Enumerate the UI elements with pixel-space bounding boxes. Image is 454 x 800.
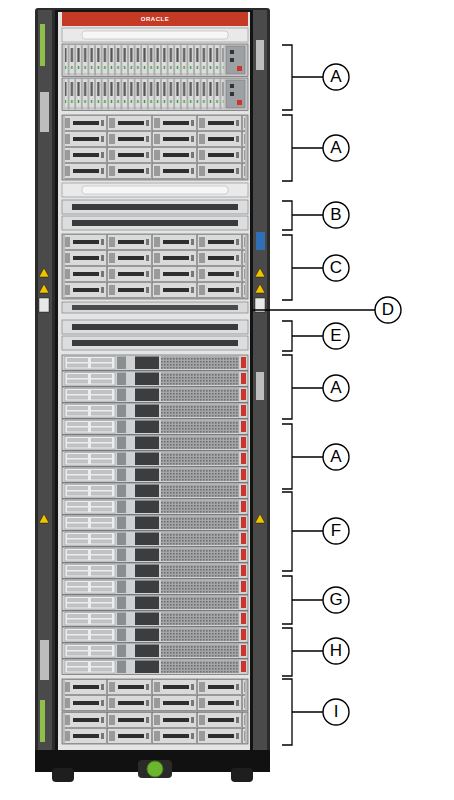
compute-server <box>62 515 248 531</box>
storage-server <box>62 78 248 111</box>
switch <box>62 336 248 350</box>
callout-circle <box>323 638 349 664</box>
compute-server <box>62 643 248 659</box>
disk-shelf <box>62 234 248 299</box>
base-handle <box>138 760 172 778</box>
callout-circle <box>323 323 349 349</box>
compute-server <box>62 499 248 515</box>
logo-band <box>62 12 248 26</box>
compute-server <box>62 595 248 611</box>
disk-shelf <box>62 712 248 744</box>
compute-server <box>62 579 248 595</box>
callout-circle <box>323 64 349 90</box>
bracket <box>282 576 323 624</box>
callout-letter: A <box>323 444 349 470</box>
compute-server <box>62 419 248 435</box>
callout-letter: D <box>375 297 401 323</box>
callout-circle <box>323 444 349 470</box>
compute-server <box>62 371 248 387</box>
disk-shelf <box>62 115 248 180</box>
callout-circle <box>323 255 349 281</box>
brackets <box>252 45 375 745</box>
equipment <box>62 28 248 744</box>
storage-server <box>62 44 248 77</box>
right-rail <box>253 10 267 764</box>
compute-server <box>62 355 248 371</box>
disk-shelf <box>62 679 248 711</box>
thin-switch-vent <box>72 305 238 310</box>
thin-switch <box>62 302 248 313</box>
bracket <box>282 679 323 745</box>
bracket <box>282 492 323 571</box>
callout-letter: H <box>323 638 349 664</box>
compute-server <box>62 403 248 419</box>
caster <box>52 768 74 782</box>
compute-server <box>62 387 248 403</box>
compute-server <box>62 435 248 451</box>
compute-server <box>62 483 248 499</box>
callout-circle <box>323 202 349 228</box>
cable-clip <box>40 92 49 132</box>
compute-server <box>62 451 248 467</box>
callout-circle <box>323 587 349 613</box>
callout-circle <box>323 135 349 161</box>
rack-frame <box>35 8 270 768</box>
callout-letter: A <box>323 375 349 401</box>
cable-clip <box>256 40 264 70</box>
callout-letter: A <box>323 135 349 161</box>
leader-line <box>252 309 375 310</box>
cable-clip <box>40 24 45 66</box>
cable-clip <box>40 640 49 680</box>
callout-letter: G <box>323 587 349 613</box>
power-indicator <box>147 761 163 777</box>
bracket <box>282 45 323 110</box>
callout-circle <box>323 375 349 401</box>
compute-server <box>62 611 248 627</box>
callout-letter: F <box>323 518 349 544</box>
compute-server <box>62 563 248 579</box>
callout-letter: I <box>323 699 349 725</box>
callout-letter: B <box>323 202 349 228</box>
switch <box>62 200 248 214</box>
warning-labels <box>39 268 265 523</box>
switch <box>62 216 248 230</box>
cable-clip <box>40 700 45 742</box>
rack-opening <box>55 10 253 755</box>
filler-panel <box>62 183 248 197</box>
compute-server <box>62 467 248 483</box>
callout-circle <box>375 297 401 323</box>
bracket <box>282 115 323 181</box>
caster <box>231 768 253 782</box>
compute-server <box>62 547 248 563</box>
callout-circles <box>323 64 401 725</box>
callout-circle <box>323 518 349 544</box>
switch <box>62 320 248 334</box>
bracket <box>282 355 323 419</box>
callout-letter: E <box>323 323 349 349</box>
compute-server <box>62 531 248 547</box>
left-rail <box>38 10 52 764</box>
compute-server <box>62 659 248 675</box>
bracket <box>282 235 323 300</box>
rack-label <box>256 232 265 250</box>
compute-server <box>62 627 248 643</box>
bracket <box>282 628 323 676</box>
bracket <box>282 424 323 489</box>
cable-clip <box>256 372 264 400</box>
callout-circle <box>323 699 349 725</box>
callout-letter: A <box>323 64 349 90</box>
bracket <box>282 201 323 230</box>
filler-panel <box>62 28 248 42</box>
rack-mount-rails <box>58 12 250 752</box>
callout-letter: C <box>323 255 349 281</box>
brand-logo: ORACLE <box>125 14 185 24</box>
bracket <box>282 321 323 351</box>
